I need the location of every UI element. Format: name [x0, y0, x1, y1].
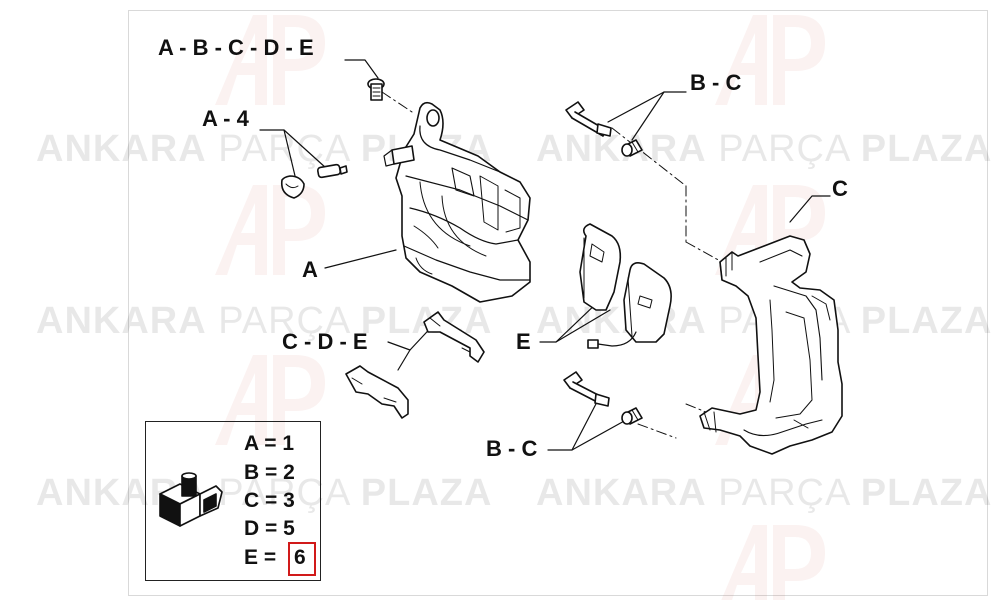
guide-bush-lower — [621, 407, 643, 425]
callout-clips: C - D - E — [282, 329, 368, 354]
anti-rattle-clip-upper — [423, 311, 485, 363]
caliper-carrier — [699, 235, 843, 455]
callout-carrier: C — [832, 176, 848, 201]
legend-row-last: E = — [244, 547, 276, 568]
guide-pin-lower — [563, 371, 610, 407]
watermark-text: ANKARA PARÇA PLAZA — [36, 472, 493, 514]
legend-row: D = 5 — [244, 517, 295, 540]
callout-pins-upper: B - C — [690, 70, 742, 95]
caliper-bolt-top — [367, 78, 385, 101]
guide-bush-upper — [621, 139, 643, 157]
watermark-text: ANKARA PARÇA PLAZA — [36, 300, 491, 342]
legend-row: B = 2 — [244, 461, 295, 484]
legend-last-prefix: E = — [244, 546, 277, 569]
diagram-frame — [128, 10, 988, 596]
callout-pins-lower: B - C — [486, 436, 538, 461]
legend-row: A = 1 — [244, 432, 294, 455]
callout-guide-pin-small: A - 4 — [202, 106, 249, 131]
legend-last-value: 6 — [294, 546, 306, 569]
legend-highlight-box — [288, 542, 316, 576]
anti-rattle-clip-lower — [345, 365, 409, 419]
brake-pad-outer — [587, 262, 672, 349]
legend-row: C = 3 — [244, 489, 295, 512]
guide-pin-upper — [565, 101, 612, 137]
callout-top-bolt: A - B - C - D - E — [158, 35, 314, 60]
callout-pads: E — [516, 329, 531, 354]
watermark-text: ANKARA PARÇA PLAZA — [536, 472, 993, 514]
kit-legend: A = 1 B = 2 C = 3 D = 5 E = 6 — [145, 421, 321, 581]
brake-pad-inner — [579, 223, 622, 311]
brake-caliper — [383, 101, 531, 303]
axis-lines — [381, 91, 723, 439]
callout-caliper: A — [302, 257, 318, 282]
guide-pin-small — [316, 163, 348, 179]
kit-box-icon — [159, 472, 223, 527]
dust-cap-clip — [280, 175, 305, 199]
watermark-text: ANKARA PARÇA PLAZA — [536, 128, 993, 170]
